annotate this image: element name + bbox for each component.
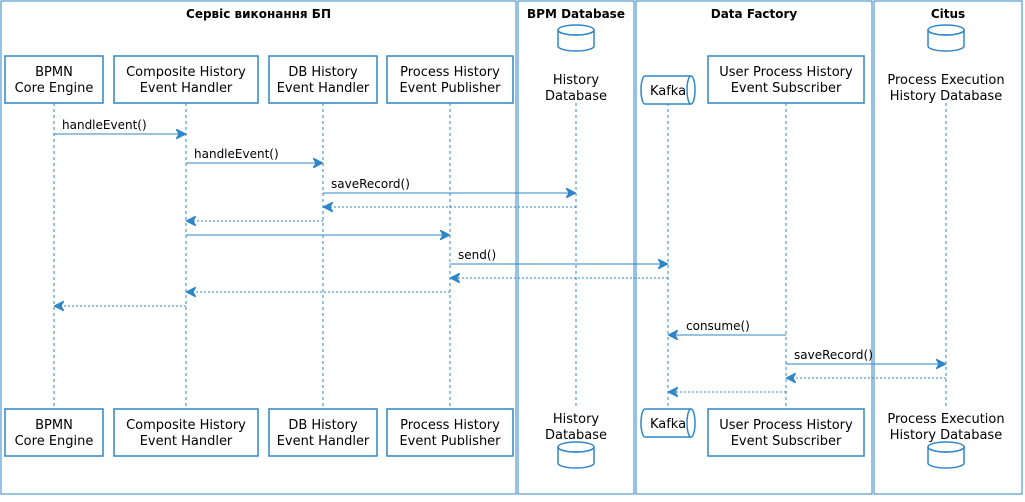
participant-label-publisher-top-1: Event Publisher xyxy=(399,81,501,96)
participant-label-kafka-bottom-0: Kafka xyxy=(650,417,686,432)
message-label-handleevent-1: handleEvent() xyxy=(62,118,147,132)
participant-box-composite xyxy=(113,408,259,457)
participant-label-engine-bottom-0: BPMN xyxy=(35,418,73,433)
participant-label-publisher-top-0: Process History xyxy=(400,65,500,80)
message-label-handleevent-2: handleEvent() xyxy=(194,147,279,161)
participant-box-composite xyxy=(113,55,259,104)
participant-box-subscriber xyxy=(707,55,865,104)
group-box-citus xyxy=(873,0,1023,495)
participant-label-dbhandler-bottom-0: DB History xyxy=(288,418,358,433)
participant-box-publisher xyxy=(386,55,514,104)
participant-box-publisher xyxy=(386,408,514,457)
database-icon xyxy=(557,24,595,52)
participant-label-kafka-top-0: Kafka xyxy=(650,84,686,99)
participant-label-composite-top-0: Composite History xyxy=(126,65,246,80)
participant-label-composite-top-1: Event Handler xyxy=(140,81,233,96)
message-label-saverecord-3: saveRecord() xyxy=(331,177,410,191)
group-title-bpm: BPM Database xyxy=(527,7,625,21)
participant-label-engine-top-1: Core Engine xyxy=(15,81,94,96)
participant-label-publisher-bottom-1: Event Publisher xyxy=(399,434,501,449)
message-label-send-7: send() xyxy=(458,248,496,262)
group-box-svc xyxy=(0,0,517,495)
message-label-saverecord-12: saveRecord() xyxy=(794,348,873,362)
message-label-consume-11: consume() xyxy=(686,319,750,333)
participant-label-execdb-bottom-1: History Database xyxy=(890,428,1002,443)
participant-box-engine xyxy=(4,55,104,104)
participant-label-dbhandler-top-1: Event Handler xyxy=(277,81,370,96)
participant-label-subscriber-top-1: Event Subscriber xyxy=(731,81,842,96)
participant-label-dbhandler-top-0: DB History xyxy=(288,65,358,80)
group-box-df xyxy=(635,0,873,495)
participant-label-execdb-bottom-0: Process Execution xyxy=(887,412,1004,427)
participant-label-composite-bottom-1: Event Handler xyxy=(140,434,233,449)
messages: handleEvent() handleEvent() saveRecord() se… xyxy=(54,118,946,392)
participant-box-dbhandler xyxy=(268,408,378,457)
participant-label-engine-bottom-1: Core Engine xyxy=(15,434,94,449)
lifelines xyxy=(53,103,947,408)
participant-kafka-bottom: Kafka xyxy=(640,408,696,438)
participant-label-dbhandler-bottom-1: Event Handler xyxy=(277,434,370,449)
participant-kafka-top: Kafka xyxy=(640,75,696,105)
database-icon xyxy=(557,441,595,469)
participant-box-engine xyxy=(4,408,104,457)
participant-label-execdb-top-0: Process Execution xyxy=(887,73,1004,88)
participant-label-composite-bottom-0: Composite History xyxy=(126,418,246,433)
participant-label-subscriber-top-0: User Process History xyxy=(719,65,853,80)
group-box-bpm xyxy=(517,0,635,495)
group-title-citus: Citus xyxy=(931,7,965,21)
participant-label-subscriber-bottom-1: Event Subscriber xyxy=(731,434,842,449)
group-title-df: Data Factory xyxy=(711,7,798,21)
participant-label-histdb-bottom-0: History xyxy=(553,412,600,427)
participant-box-subscriber xyxy=(707,408,865,457)
participant-label-engine-top-0: BPMN xyxy=(35,65,73,80)
participant-label-subscriber-bottom-0: User Process History xyxy=(719,418,853,433)
participant-label-publisher-bottom-0: Process History xyxy=(400,418,500,433)
participant-label-histdb-top-1: Database xyxy=(545,89,607,104)
database-icon xyxy=(927,24,965,52)
participant-label-histdb-bottom-1: Database xyxy=(545,428,607,443)
database-icon xyxy=(927,441,965,469)
group-title-svc: Сервіс виконання БП xyxy=(186,7,331,21)
participant-box-dbhandler xyxy=(268,55,378,104)
participant-label-execdb-top-1: History Database xyxy=(890,89,1002,104)
participant-label-histdb-top-0: History xyxy=(553,73,600,88)
